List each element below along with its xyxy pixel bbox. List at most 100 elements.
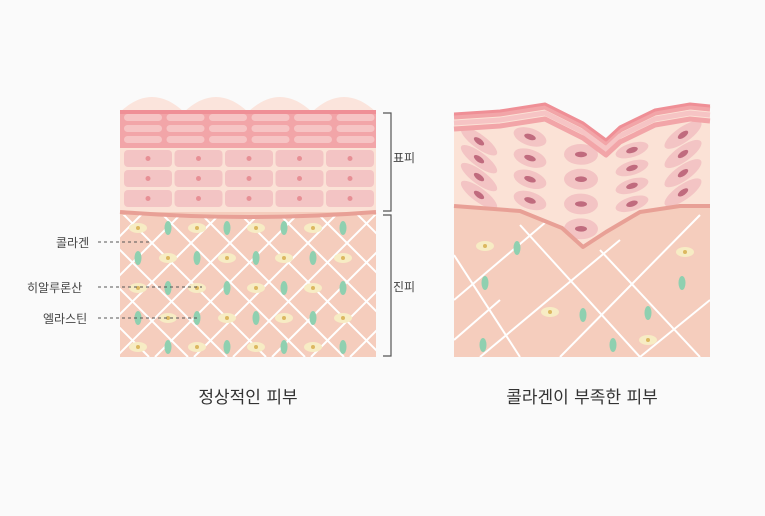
stratum-band (453, 104, 711, 146)
hyaluronic-acid-core (282, 316, 286, 320)
flattened-cell (294, 136, 332, 143)
elastin-fiber (579, 308, 587, 322)
cell-nucleus (524, 197, 536, 204)
flattened-cell (209, 125, 247, 132)
collagen-fiber (454, 209, 561, 301)
label-collagen: 콜라겐 (56, 236, 90, 250)
hyaluronic-acid-core (311, 345, 315, 349)
elastin-fiber (678, 276, 686, 290)
flattened-cell (336, 114, 375, 121)
collagen-fiber (161, 215, 306, 357)
elastin-fiber (164, 340, 172, 354)
collagen-fiber (519, 224, 641, 357)
elastin-fiber (481, 276, 489, 290)
cell-nucleus (524, 154, 536, 162)
stratum-band (120, 112, 376, 148)
collagen-fiber (454, 254, 521, 357)
hyaluronic-acid-core (254, 345, 258, 349)
cell-nucleus (473, 190, 485, 200)
flattened-cell (166, 136, 205, 143)
elastin-fiber (134, 251, 142, 265)
elastin-fiber (164, 221, 172, 235)
cell-nucleus (677, 169, 689, 178)
flattened-cell (166, 125, 205, 132)
hyaluronic-acid-core (483, 244, 487, 248)
flattened-cell (209, 136, 247, 143)
collagen-fiber (454, 299, 501, 341)
elastin-fiber (280, 340, 288, 354)
elastin-fiber (223, 221, 231, 235)
label-dermis: 진피 (393, 280, 416, 294)
cell-nucleus (347, 196, 353, 201)
elastin-fiber (252, 311, 260, 325)
cell-nucleus (473, 172, 485, 182)
hyaluronic-acid-core (225, 256, 229, 260)
collagen-fiber (310, 290, 376, 357)
flattened-cell (336, 136, 375, 143)
epidermis-bracket (383, 112, 392, 212)
collagen-fiber-lattice-sparse (454, 209, 710, 357)
cell-nucleus (626, 164, 638, 172)
flattened-cell (124, 114, 162, 121)
hyaluronic-acid-core (311, 286, 315, 290)
elastin-fiber (252, 251, 260, 265)
collagen-fiber (200, 215, 345, 357)
cell-nucleus (246, 156, 252, 161)
cell-nucleus (297, 176, 302, 181)
surface-dome (312, 97, 376, 112)
cell-nucleus (677, 130, 689, 139)
elastin-fiber (193, 251, 201, 265)
cell-nucleus (473, 154, 485, 164)
cell-nucleus (575, 176, 587, 182)
cell-nucleus (677, 149, 689, 159)
cell-nucleus (626, 200, 638, 207)
cell-nucleus (246, 176, 252, 181)
flattened-cell (166, 114, 205, 121)
elastin-fiber (223, 340, 231, 354)
hyaluronic-acid-core (254, 226, 258, 230)
hyaluronic-acid-core (683, 250, 687, 254)
dermis-bracket (383, 214, 392, 357)
cell-nucleus (246, 196, 252, 201)
flattened-cell (336, 125, 375, 132)
cell-nucleus (677, 188, 689, 197)
basement-membrane-line (453, 204, 710, 249)
surface-dome (184, 97, 248, 112)
cell-nucleus (626, 146, 638, 154)
label-epidermis: 표피 (393, 151, 416, 165)
caption-collagen-lacking-skin: 콜라겐이 부족한 피부 (506, 388, 658, 408)
flattened-cell (251, 125, 290, 132)
elastin-fiber (609, 338, 617, 352)
elastin-fiber (513, 241, 521, 255)
label-hyaluronic-acid: 히알루론산 (27, 281, 83, 295)
caption-normal-skin: 정상적인 피부 (198, 388, 298, 408)
flattened-cell (251, 114, 290, 121)
flattened-cell (209, 114, 247, 121)
elastin-fiber (644, 306, 652, 320)
collagen-fiber (559, 214, 701, 357)
flattened-cell (124, 125, 162, 132)
elastin-fiber (309, 311, 317, 325)
collagen-fiber (120, 248, 228, 357)
collagen-fiber (349, 329, 376, 357)
hyaluronic-acid-core (341, 256, 345, 260)
surface-line (453, 102, 711, 142)
basement-membrane-line (119, 210, 377, 219)
surface-dome (248, 97, 312, 112)
hyaluronic-acid-core (341, 316, 345, 320)
hyaluronic-acid-core (311, 226, 315, 230)
collagen-fiber (317, 215, 376, 274)
cell-nucleus (297, 196, 302, 201)
cell-nucleus (145, 156, 151, 161)
hyaluronic-acid-core (548, 310, 552, 314)
collagen-fiber (639, 299, 710, 357)
stratum-band (453, 110, 711, 152)
cell-nucleus (626, 182, 638, 190)
cell-nucleus (575, 225, 587, 232)
flattened-cell (251, 136, 290, 143)
hyaluronic-acid-core (166, 256, 170, 260)
elastin-fiber (280, 281, 288, 295)
elastin-fiber (339, 281, 347, 295)
